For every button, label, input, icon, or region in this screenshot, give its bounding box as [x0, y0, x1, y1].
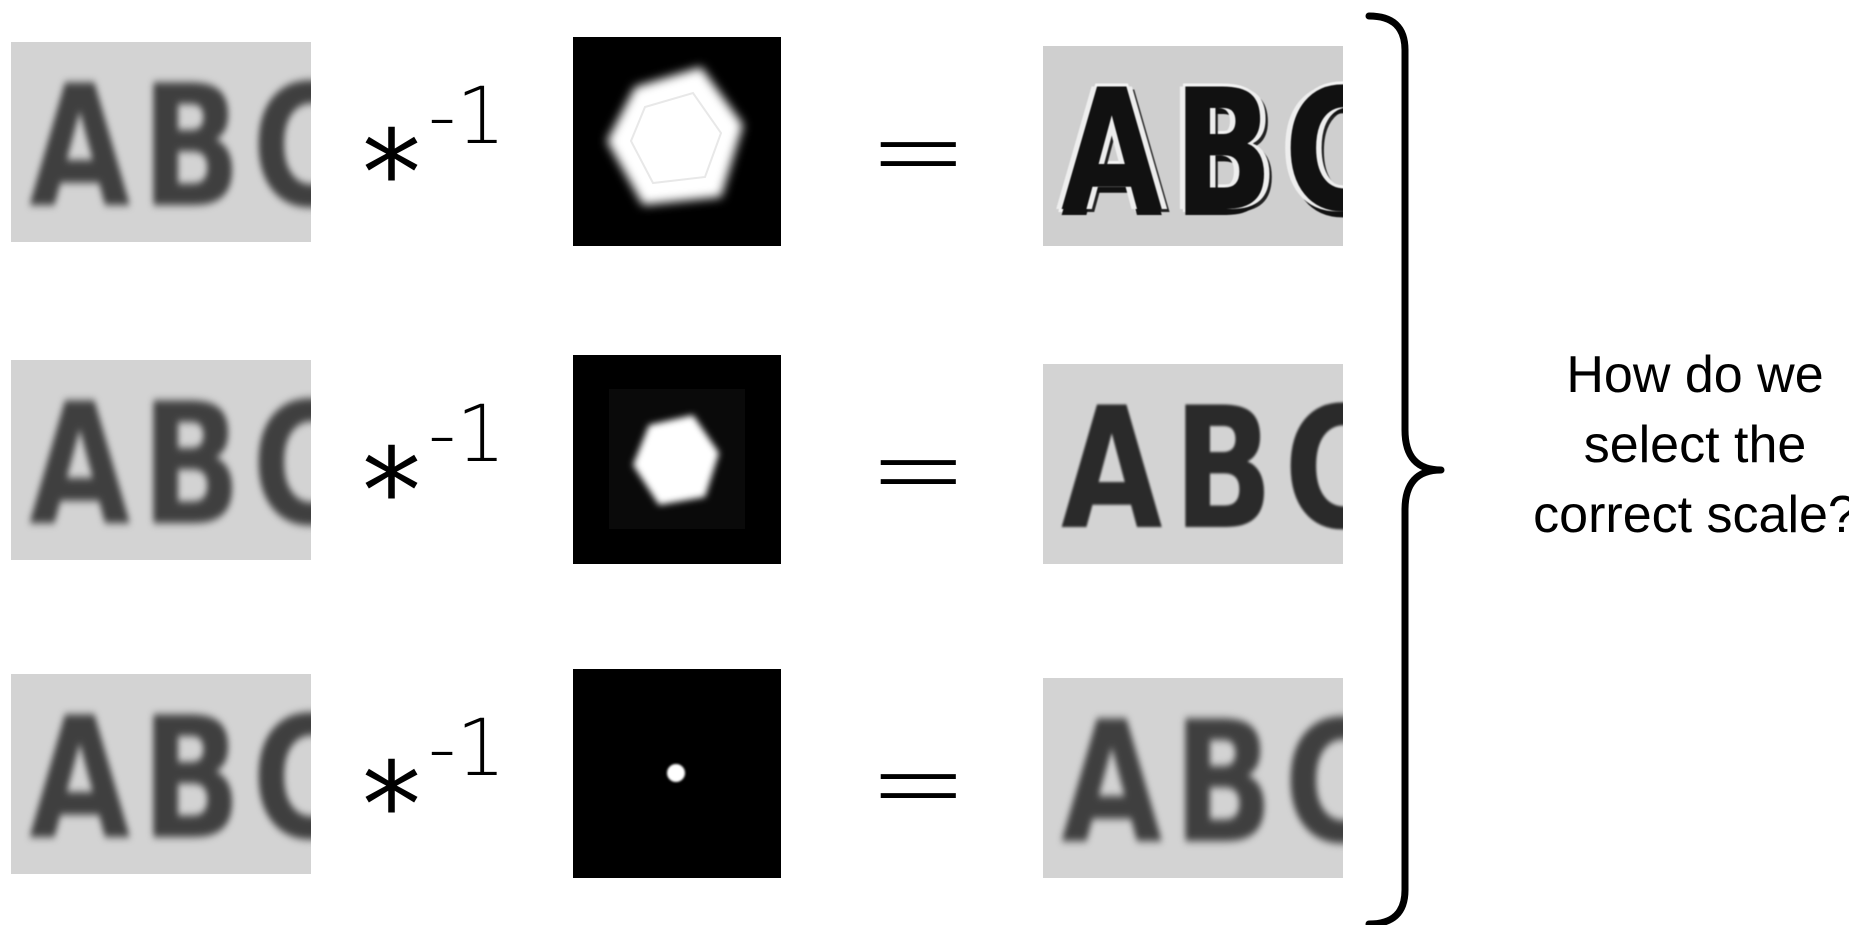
deconvolution-row-large-kernel: ABC * -1 = ABC	[0, 42, 1400, 247]
blur-kernel-large	[573, 37, 781, 246]
deconvolved-output-blurred: ABC	[1043, 678, 1343, 878]
convolution-symbol: *	[362, 746, 421, 864]
input-text: ABC	[29, 380, 311, 550]
equals-sign: =	[868, 92, 969, 212]
inverse-convolution-operator: * -1	[352, 42, 522, 242]
equals-sign: =	[868, 724, 969, 844]
deconvolved-output-sharp: ABC	[1043, 364, 1343, 564]
scale-question: How do we select the correct scale?	[1525, 340, 1849, 550]
inverse-exponent: -1	[428, 710, 506, 788]
deconvolved-output-ringing: ABC	[1043, 46, 1343, 246]
equals-sign: =	[868, 410, 969, 530]
convolution-symbol: *	[362, 114, 421, 232]
output-text: ABC	[1061, 384, 1343, 554]
kernel-small-shape	[573, 669, 781, 878]
inverse-exponent: -1	[428, 78, 506, 156]
blur-kernel-medium	[573, 355, 781, 564]
convolution-symbol: *	[362, 432, 421, 550]
blurred-input-image: ABC	[11, 42, 311, 242]
kernel-large-shape	[573, 37, 781, 246]
inverse-exponent: -1	[428, 396, 506, 474]
output-text: ABC	[1061, 66, 1343, 236]
blurred-input-image: ABC	[11, 360, 311, 560]
blur-kernel-small	[573, 669, 781, 878]
deconvolution-row-medium-kernel: ABC * -1 = ABC	[0, 360, 1400, 565]
blurred-input-image: ABC	[11, 674, 311, 874]
inverse-convolution-operator: * -1	[352, 674, 522, 874]
input-text: ABC	[29, 62, 311, 232]
input-text: ABC	[29, 694, 311, 864]
right-curly-brace	[1365, 10, 1445, 925]
output-text: ABC	[1061, 698, 1343, 868]
inverse-convolution-operator: * -1	[352, 360, 522, 560]
kernel-medium-shape	[573, 355, 781, 564]
deconvolution-row-small-kernel: ABC * -1 = ABC	[0, 674, 1400, 879]
